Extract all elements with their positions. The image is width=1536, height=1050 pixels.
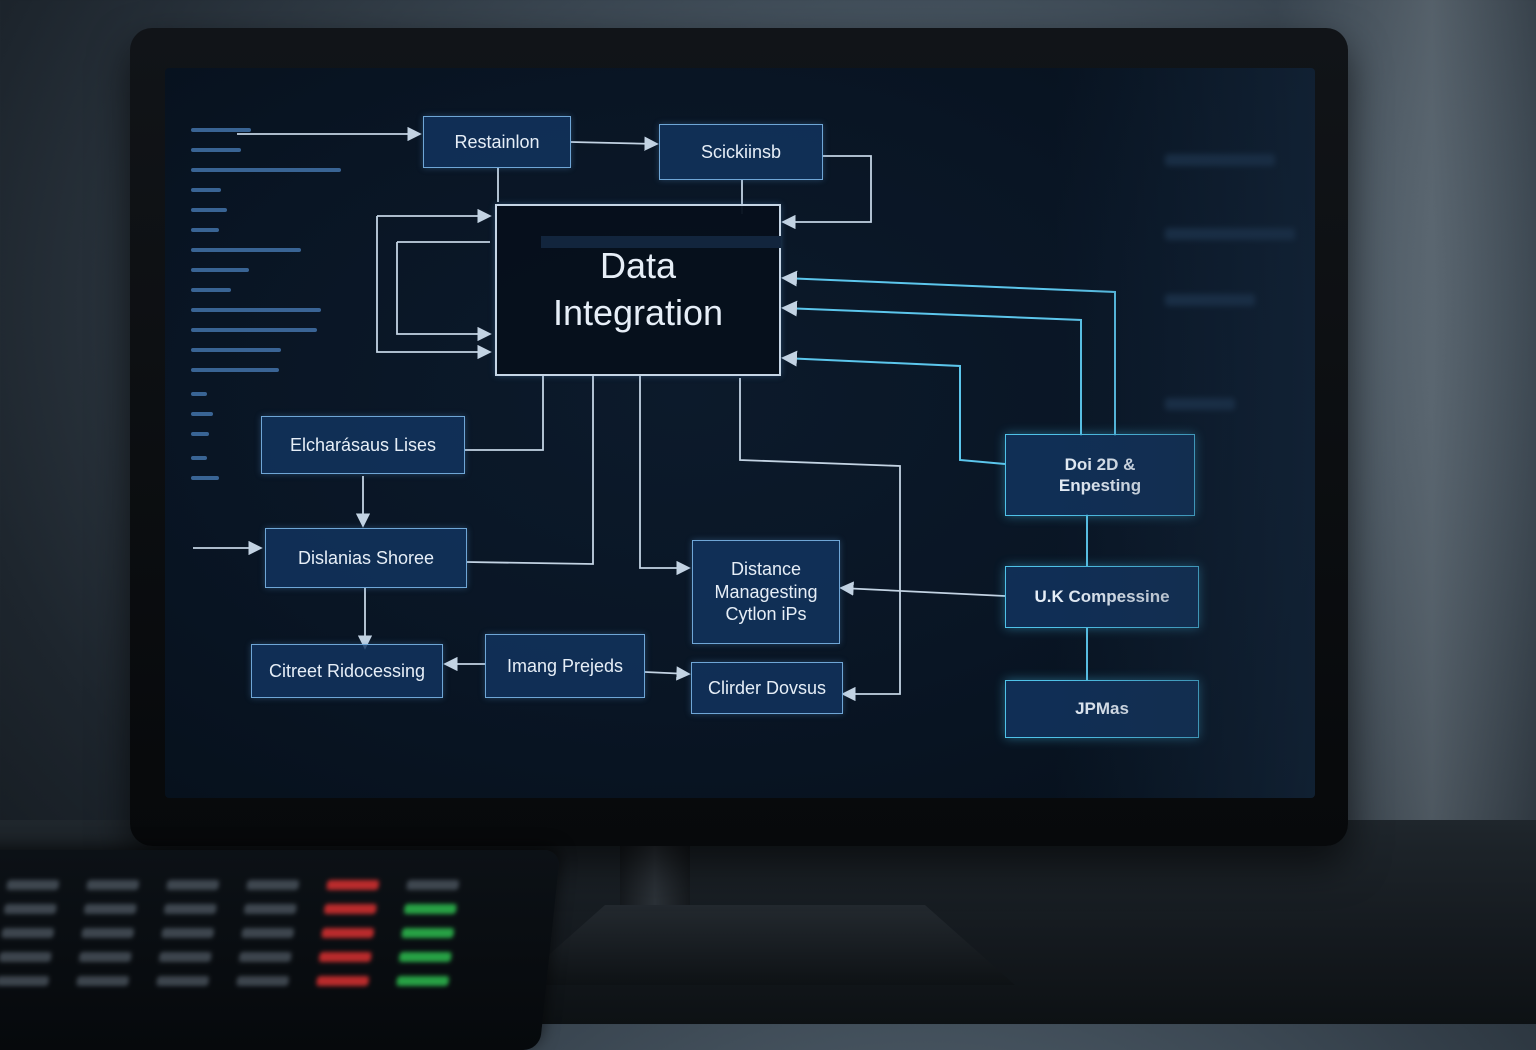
code-line xyxy=(191,208,227,212)
hub-header-bar xyxy=(541,236,781,248)
node-restainlon[interactable]: Restainlon xyxy=(423,116,571,168)
node-doi-enpesting[interactable]: Doi 2D & Enpesting xyxy=(1005,434,1195,516)
code-line xyxy=(191,288,231,292)
code-line xyxy=(191,148,241,152)
node-scickiinsb[interactable]: Scickiinsb xyxy=(659,124,823,180)
code-line xyxy=(191,168,341,172)
connector xyxy=(570,136,659,151)
node-label: Scickiinsb xyxy=(700,141,782,162)
node-uk-compessine[interactable]: U.K Compessine xyxy=(1005,566,1199,628)
code-line xyxy=(191,348,281,352)
node-citreet-ridocessing[interactable]: Citreet Ridocessing xyxy=(251,644,443,698)
node-label: Clirder Dovsus xyxy=(707,677,827,698)
node-clirder-dovsus[interactable]: Clirder Dovsus xyxy=(691,662,843,714)
node-label: Elcharásaus Lises xyxy=(289,434,437,455)
code-line xyxy=(191,368,279,372)
node-distance-managesting[interactable]: Distance Managesting Cytlon iPs xyxy=(692,540,840,644)
code-line xyxy=(191,392,207,396)
code-line xyxy=(191,412,213,416)
connector xyxy=(781,270,1116,436)
connector xyxy=(396,242,492,342)
code-line xyxy=(191,456,207,460)
connector xyxy=(465,374,544,451)
code-line xyxy=(191,188,221,192)
node-label: Imang Prejeds xyxy=(506,655,624,676)
monitor-screen: Restainlon Scickiinsb Data Integration E… xyxy=(165,68,1315,798)
connector xyxy=(644,666,691,681)
code-line xyxy=(191,432,209,436)
node-data-integration[interactable]: Data Integration xyxy=(495,204,781,376)
node-label-line2: Managesting xyxy=(714,581,818,602)
code-line xyxy=(191,308,321,312)
connector xyxy=(466,374,594,565)
tablet-data-grid xyxy=(0,880,527,1000)
connector xyxy=(639,374,691,576)
node-label: JPMas xyxy=(1075,699,1129,719)
code-line xyxy=(191,228,219,232)
code-line xyxy=(191,128,251,132)
code-line xyxy=(191,328,317,332)
node-label: U.K Compessine xyxy=(1034,587,1170,607)
code-line xyxy=(191,476,219,480)
connector xyxy=(739,378,901,702)
node-label-line3: Cytlon iPs xyxy=(725,604,807,625)
code-panel xyxy=(191,128,351,496)
node-dislanias-shoree[interactable]: Dislanias Shoree xyxy=(265,528,467,588)
node-label: Dislanias Shoree xyxy=(297,547,435,568)
hub-title-line1: Data xyxy=(599,245,677,287)
node-label-line1: Doi 2D & xyxy=(1064,454,1136,474)
hub-title-line2: Integration xyxy=(552,292,724,333)
node-label: Citreet Ridocessing xyxy=(268,660,426,681)
connector xyxy=(781,155,872,230)
connector xyxy=(376,216,492,360)
connector xyxy=(839,581,1006,597)
code-line xyxy=(191,268,249,272)
connector xyxy=(781,300,1082,436)
node-imang-prejeds[interactable]: Imang Prejeds xyxy=(485,634,645,698)
node-jpmas[interactable]: JPMas xyxy=(1005,680,1199,738)
connector xyxy=(781,350,1006,465)
node-label-line1: Distance xyxy=(730,559,802,580)
code-line xyxy=(191,248,301,252)
tablet-device xyxy=(0,850,561,1050)
node-label-line2: Enpesting xyxy=(1058,476,1142,495)
node-elcharasaus-lises[interactable]: Elcharásaus Lises xyxy=(261,416,465,474)
monitor-stand-base xyxy=(515,905,1015,985)
node-label: Restainlon xyxy=(454,131,540,152)
